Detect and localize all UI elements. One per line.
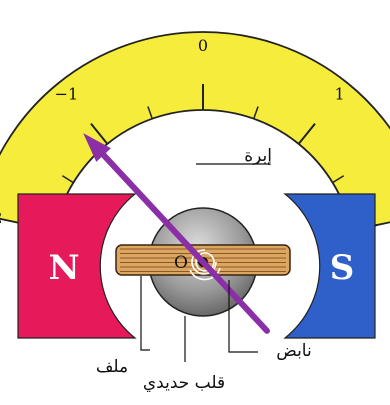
scale-band [0, 31, 390, 232]
tick-label: −1 [55, 84, 79, 103]
tick-label: 1 [334, 84, 344, 103]
south-pole-label: S [330, 248, 355, 288]
leader-lines [140, 163, 270, 362]
minor-tick [332, 175, 345, 184]
north-pole-label: N [48, 248, 79, 288]
major-tick [90, 123, 109, 145]
minor-tick [61, 175, 74, 184]
magnet-south [283, 193, 376, 339]
coil-label: ملف [96, 357, 128, 377]
tick-label: 0 [198, 36, 208, 55]
pivot-label: O [174, 253, 188, 273]
minor-tick [147, 106, 153, 119]
needle [83, 133, 270, 334]
magnet-north [17, 193, 137, 339]
tick-label: −2 [0, 208, 3, 227]
needle-label: إبرة [244, 146, 272, 166]
major-tick [297, 123, 316, 145]
iron-core-label: قلب حديدي [143, 373, 225, 393]
minor-tick [253, 106, 259, 119]
spring-label: نابض [276, 341, 311, 361]
scale-labels: −2−1012 [0, 36, 345, 227]
